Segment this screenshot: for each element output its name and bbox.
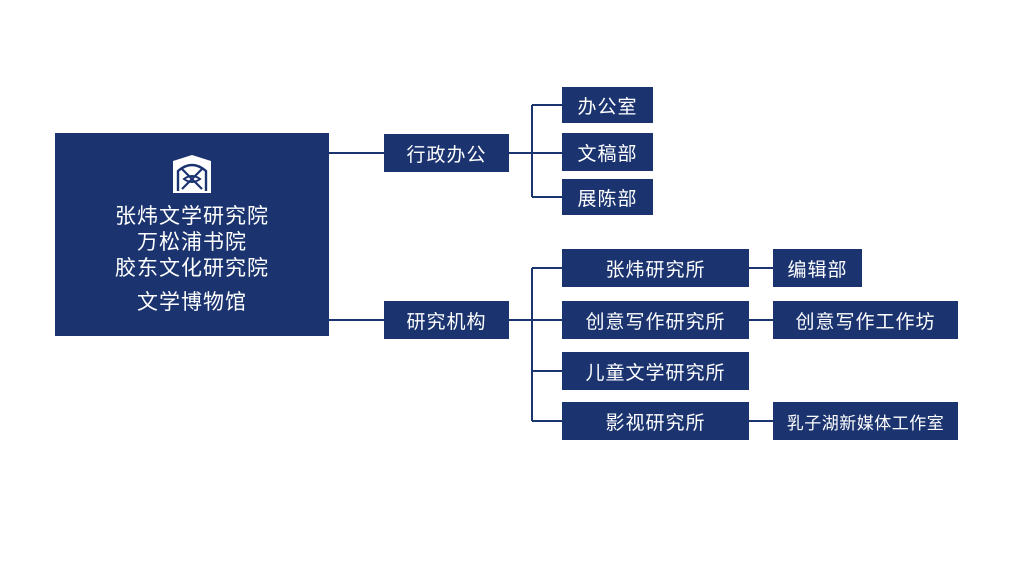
node-new-media-studio: 乳子湖新媒体工作室 [773,402,958,440]
node-office: 办公室 [562,87,653,123]
node-research-4: 影视研究所 [562,402,749,440]
root-line-2: 万松浦书院 [137,229,247,254]
root-line-3: 胶东文化研究院 [115,255,269,280]
node-research: 研究机构 [384,301,509,339]
root-node: 张炜文学研究院 万松浦书院 胶东文化研究院 文学博物馆 [55,133,329,336]
node-research-2: 创意写作研究所 [562,301,749,339]
node-research-1: 张炜研究所 [562,249,749,287]
node-writing-workshop: 创意写作工作坊 [773,301,958,339]
root-line-1: 张炜文学研究院 [115,203,269,228]
node-manuscript-dept: 文稿部 [562,133,653,171]
node-admin: 行政办公 [384,134,509,172]
node-editorial-dept: 编辑部 [773,249,862,287]
institute-emblem-icon [173,154,211,193]
node-research-3: 儿童文学研究所 [562,352,749,390]
node-exhibition-dept: 展陈部 [562,179,653,215]
root-line-4: 文学博物馆 [137,289,247,314]
